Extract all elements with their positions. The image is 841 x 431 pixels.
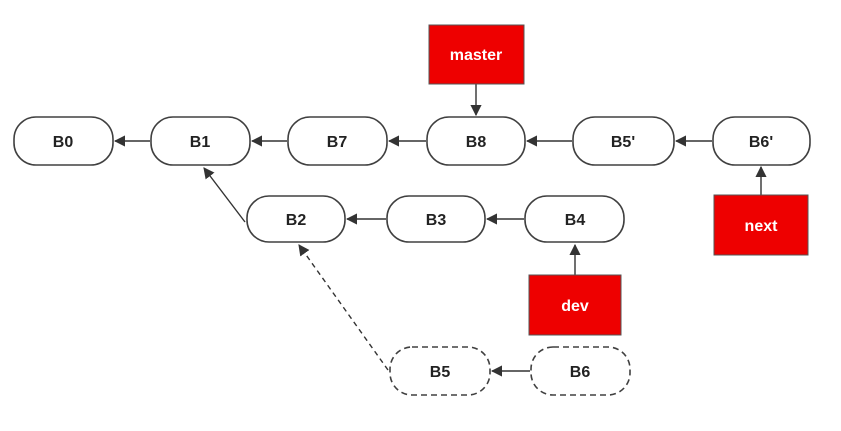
commit-label: B6 <box>570 364 591 381</box>
commit-b3[interactable]: B3 <box>386 195 486 243</box>
edge-b2-b1 <box>203 167 246 223</box>
commit-b5[interactable]: B5 <box>389 346 491 396</box>
edge-b5-b2 <box>298 244 389 371</box>
branch-label: master <box>450 47 502 64</box>
commit-b8[interactable]: B8 <box>426 116 526 166</box>
commit-b4[interactable]: B4 <box>524 195 625 243</box>
edges <box>113 84 767 377</box>
branch-next[interactable]: next <box>713 194 809 256</box>
commit-b6[interactable]: B6 <box>530 346 631 396</box>
commit-label: B5 <box>430 364 451 381</box>
commit-label: B4 <box>565 212 586 229</box>
commit-label: B8 <box>466 134 487 151</box>
commit-b1[interactable]: B1 <box>150 116 251 166</box>
commit-b0[interactable]: B0 <box>13 116 114 166</box>
commit-label: B2 <box>286 212 307 229</box>
commit-b5-prime[interactable]: B5' <box>572 116 675 166</box>
commit-label: B7 <box>327 134 348 151</box>
commit-label: B0 <box>53 134 74 151</box>
commit-label: B3 <box>426 212 447 229</box>
commit-b2[interactable]: B2 <box>246 195 346 243</box>
commit-label: B6' <box>749 134 773 151</box>
commit-b7[interactable]: B7 <box>287 116 388 166</box>
branch-master[interactable]: master <box>428 24 525 85</box>
commit-b6-prime[interactable]: B6' <box>712 116 811 166</box>
commit-label: B5' <box>611 134 635 151</box>
commit-label: B1 <box>190 134 211 151</box>
branch-dev[interactable]: dev <box>528 274 622 336</box>
branch-label: dev <box>561 298 589 315</box>
branch-label: next <box>745 218 779 235</box>
